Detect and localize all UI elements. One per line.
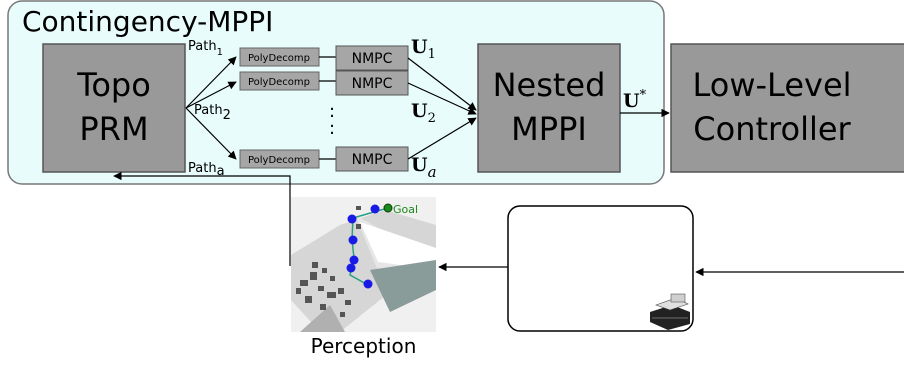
- group-title: Contingency-MPPI: [22, 5, 273, 38]
- nmpc-label-2: NMPC: [352, 76, 393, 92]
- u1-label: U1: [411, 36, 436, 62]
- path2-label: Path2: [194, 103, 231, 123]
- nmpc-label-a: NMPC: [352, 152, 393, 168]
- arrow-path2: [185, 81, 237, 109]
- low-level-label-line1: Low-Level: [692, 66, 851, 104]
- topo-prm-block: [42, 43, 186, 173]
- topo-prm-label-line2: PRM: [79, 110, 148, 148]
- arrow-ua: [407, 117, 477, 160]
- robot-icon: [650, 293, 690, 330]
- low-level-label-line2: Controller: [693, 110, 851, 148]
- ellipsis-dots: :: [329, 101, 335, 122]
- polydecomp-label-a: PolyDecomp: [248, 155, 310, 166]
- u2-label: U2: [411, 100, 436, 126]
- topo-prm-label-line1: Topo: [76, 66, 151, 104]
- path1-label: Path1: [188, 39, 223, 58]
- ua-label: Ua: [411, 154, 437, 181]
- patha-label: Patha: [188, 161, 225, 179]
- arrow-u1: [407, 57, 477, 111]
- ellipsis-dots-2: :: [329, 118, 335, 139]
- nmpc-label-1: NMPC: [352, 51, 393, 67]
- goal-label: Goal: [393, 203, 418, 216]
- perception-label: Perception: [310, 334, 417, 358]
- nmpc-box-2: [335, 70, 409, 96]
- polydecomp-label-2: PolyDecomp: [248, 77, 310, 88]
- nested-mppi-label-line2: MPPI: [511, 110, 587, 148]
- ustar-label: U*: [623, 88, 647, 112]
- nested-mppi-label-line1: Nested: [493, 66, 606, 104]
- nmpc-box-a: [335, 146, 409, 172]
- nested-mppi-block: [477, 43, 621, 173]
- polydecomp-label-1: PolyDecomp: [248, 53, 310, 64]
- arrow-patha: [185, 107, 237, 160]
- arrow-perception-to-topo: [113, 171, 291, 266]
- low-level-controller-block: [670, 43, 904, 173]
- perception-map-image: Goal: [291, 197, 436, 332]
- arrow-path1: [185, 56, 237, 109]
- arrow-u2: [407, 82, 477, 115]
- robot-environment-box: [507, 205, 694, 332]
- nmpc-box-1: [335, 45, 409, 71]
